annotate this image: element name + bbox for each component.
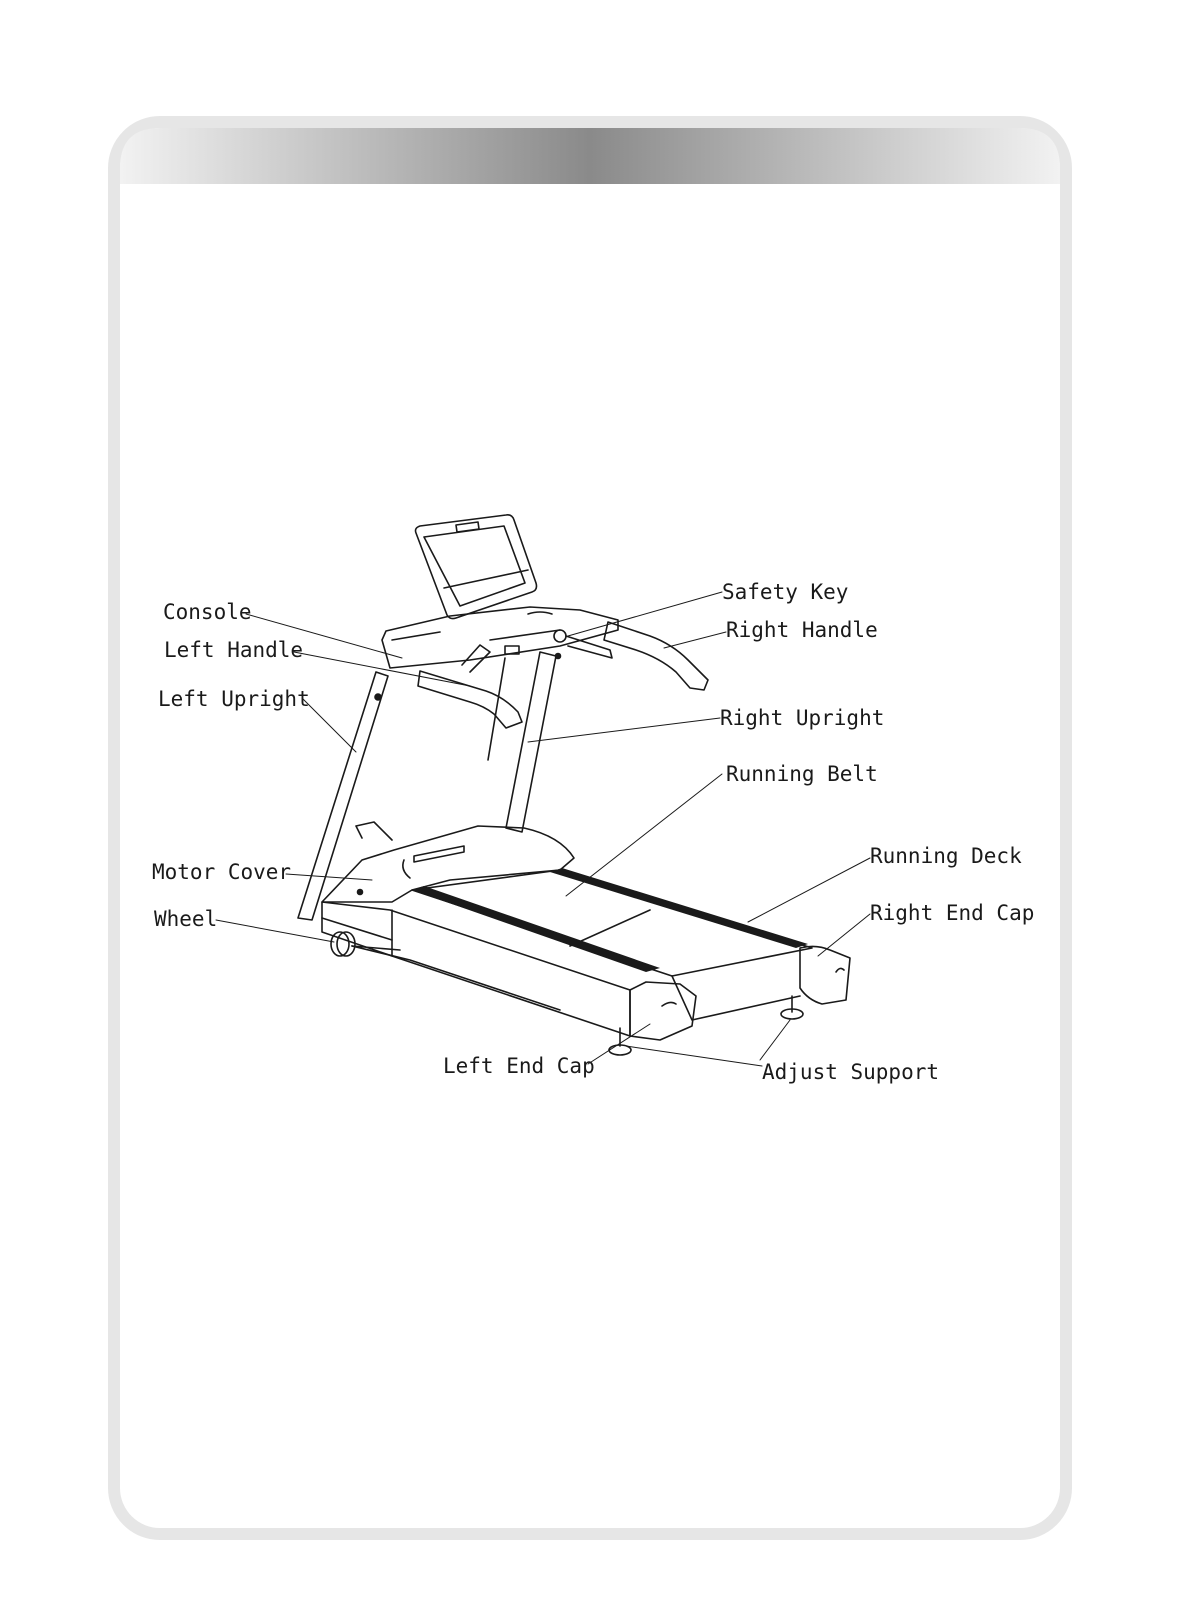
left-upright (298, 672, 388, 920)
label-right-end-cap: Right End Cap (870, 903, 1034, 924)
label-left-upright: Left Upright (158, 689, 310, 710)
right-handle (604, 622, 708, 690)
console-base (382, 607, 618, 668)
label-right-handle: Right Handle (726, 620, 878, 641)
label-right-upright: Right Upright (720, 708, 884, 729)
safety-key (490, 630, 612, 658)
leader-lines (216, 592, 870, 1066)
wheel (331, 932, 400, 956)
running-deck (412, 870, 812, 1020)
console-display (416, 515, 537, 619)
label-running-deck: Running Deck (870, 846, 1022, 867)
label-left-end-cap: Left End Cap (443, 1056, 595, 1077)
left-end-cap (630, 982, 696, 1040)
label-adjust-support: Adjust Support (762, 1062, 939, 1083)
adjust-support-feet (609, 996, 803, 1055)
label-safety-key: Safety Key (722, 582, 848, 603)
motor-cover (322, 822, 574, 902)
right-end-cap (800, 946, 850, 1004)
deck-frame (322, 902, 630, 1036)
label-running-belt: Running Belt (726, 764, 878, 785)
label-wheel: Wheel (154, 909, 217, 930)
running-belt-strips (412, 868, 808, 972)
right-upright (488, 652, 561, 832)
label-console: Console (163, 602, 252, 623)
label-motor-cover: Motor Cover (152, 862, 291, 883)
label-left-handle: Left Handle (164, 640, 303, 661)
